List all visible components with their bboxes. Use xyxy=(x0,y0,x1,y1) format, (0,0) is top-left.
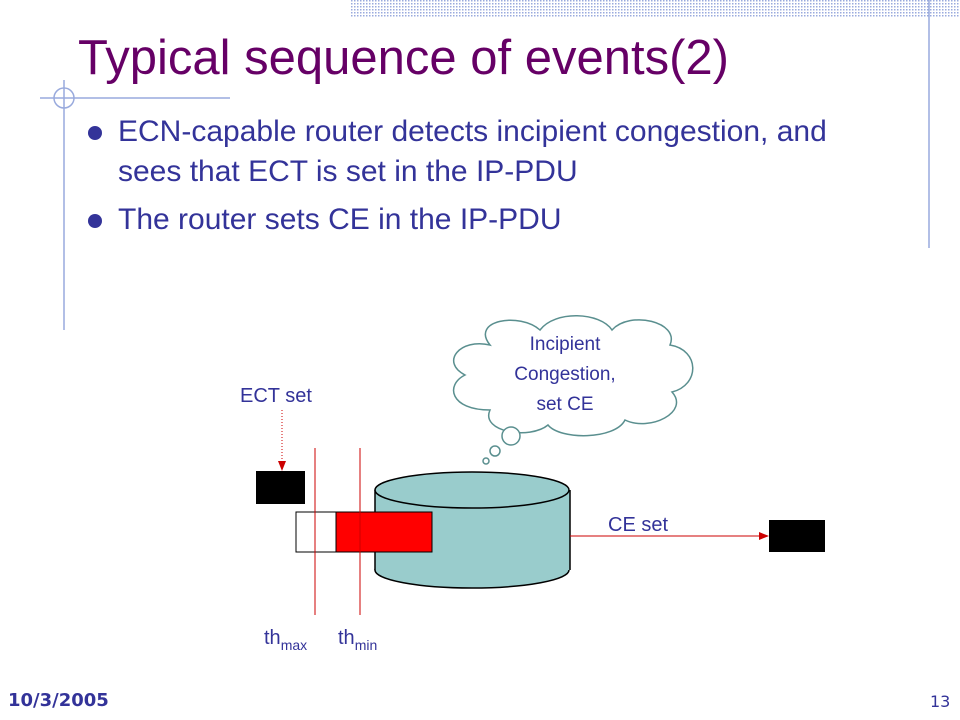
footer-date: 10/3/2005 xyxy=(8,690,109,711)
th-max-label: thmax xyxy=(264,627,307,653)
outgoing-packet xyxy=(769,520,825,552)
th-min-label: thmin xyxy=(338,627,377,653)
bubble-line-2: Congestion, xyxy=(514,364,615,385)
bubble-line-1: Incipient xyxy=(530,334,601,355)
slide-title: Typical sequence of events(2) xyxy=(78,31,729,85)
queue-marked-packets xyxy=(335,511,433,553)
bullet-dot-icon xyxy=(88,214,102,228)
slide-number: 13 xyxy=(930,692,951,711)
ect-set-label: ECT set xyxy=(240,385,312,407)
bullet-list: ECN-capable router detects incipient con… xyxy=(86,112,886,248)
ce-set-label: CE set xyxy=(608,514,668,536)
bubble-line-3: set CE xyxy=(536,394,593,415)
incoming-packet xyxy=(256,471,305,504)
bullet-dot-icon xyxy=(88,126,102,140)
bullet-text: The router sets CE in the IP-PDU xyxy=(118,203,562,236)
queue-cylinder xyxy=(374,471,571,589)
crosshair-circle xyxy=(53,87,75,109)
bullet-text: ECN-capable router detects incipient con… xyxy=(118,115,827,188)
queue-empty-slot xyxy=(295,511,337,553)
bullet-item: ECN-capable router detects incipient con… xyxy=(86,112,886,192)
header-dotted-band xyxy=(350,0,960,18)
thought-bubble: Incipient Congestion, set CE xyxy=(452,315,694,465)
bullet-item: The router sets CE in the IP-PDU xyxy=(86,200,886,240)
